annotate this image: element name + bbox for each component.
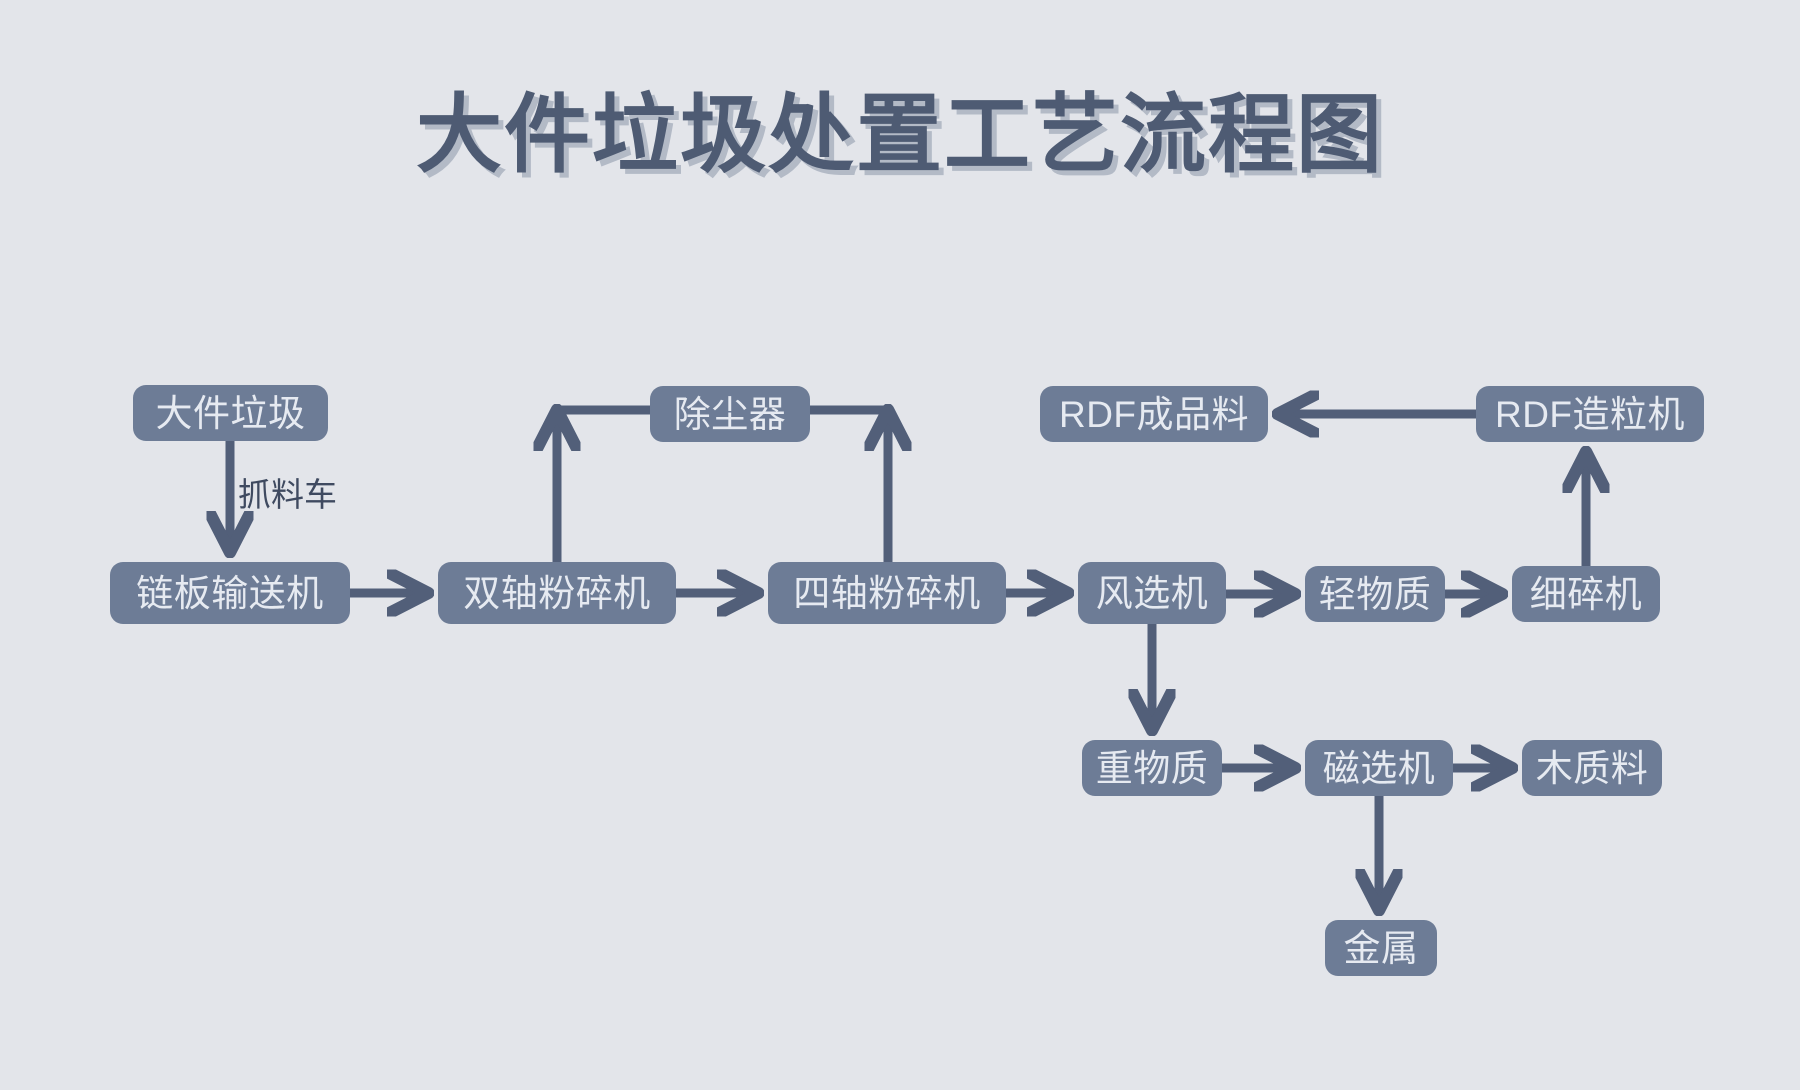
node-light_material[interactable]: 轻物质 [1305,566,1445,622]
node-metal[interactable]: 金属 [1325,920,1437,976]
node-chain_conveyor[interactable]: 链板输送机 [110,562,350,624]
node-rdf_product[interactable]: RDF成品料 [1040,386,1268,442]
node-quad_shaft[interactable]: 四轴粉碎机 [768,562,1006,624]
node-air_separator[interactable]: 风选机 [1078,562,1226,624]
node-rdf_pelletizer[interactable]: RDF造粒机 [1476,386,1704,442]
node-wood_material[interactable]: 木质料 [1522,740,1662,796]
node-heavy_material[interactable]: 重物质 [1082,740,1222,796]
edge-label-grab_truck: 抓料车 [238,476,337,513]
page-title: 大件垃圾处置工艺流程图 [416,87,1384,183]
node-fine_crusher[interactable]: 细碎机 [1512,566,1660,622]
node-dust_collector[interactable]: 除尘器 [650,386,810,442]
node-dual_shaft[interactable]: 双轴粉碎机 [438,562,676,624]
node-magnetic_sep[interactable]: 磁选机 [1305,740,1453,796]
node-bulky_waste[interactable]: 大件垃圾 [133,385,328,441]
